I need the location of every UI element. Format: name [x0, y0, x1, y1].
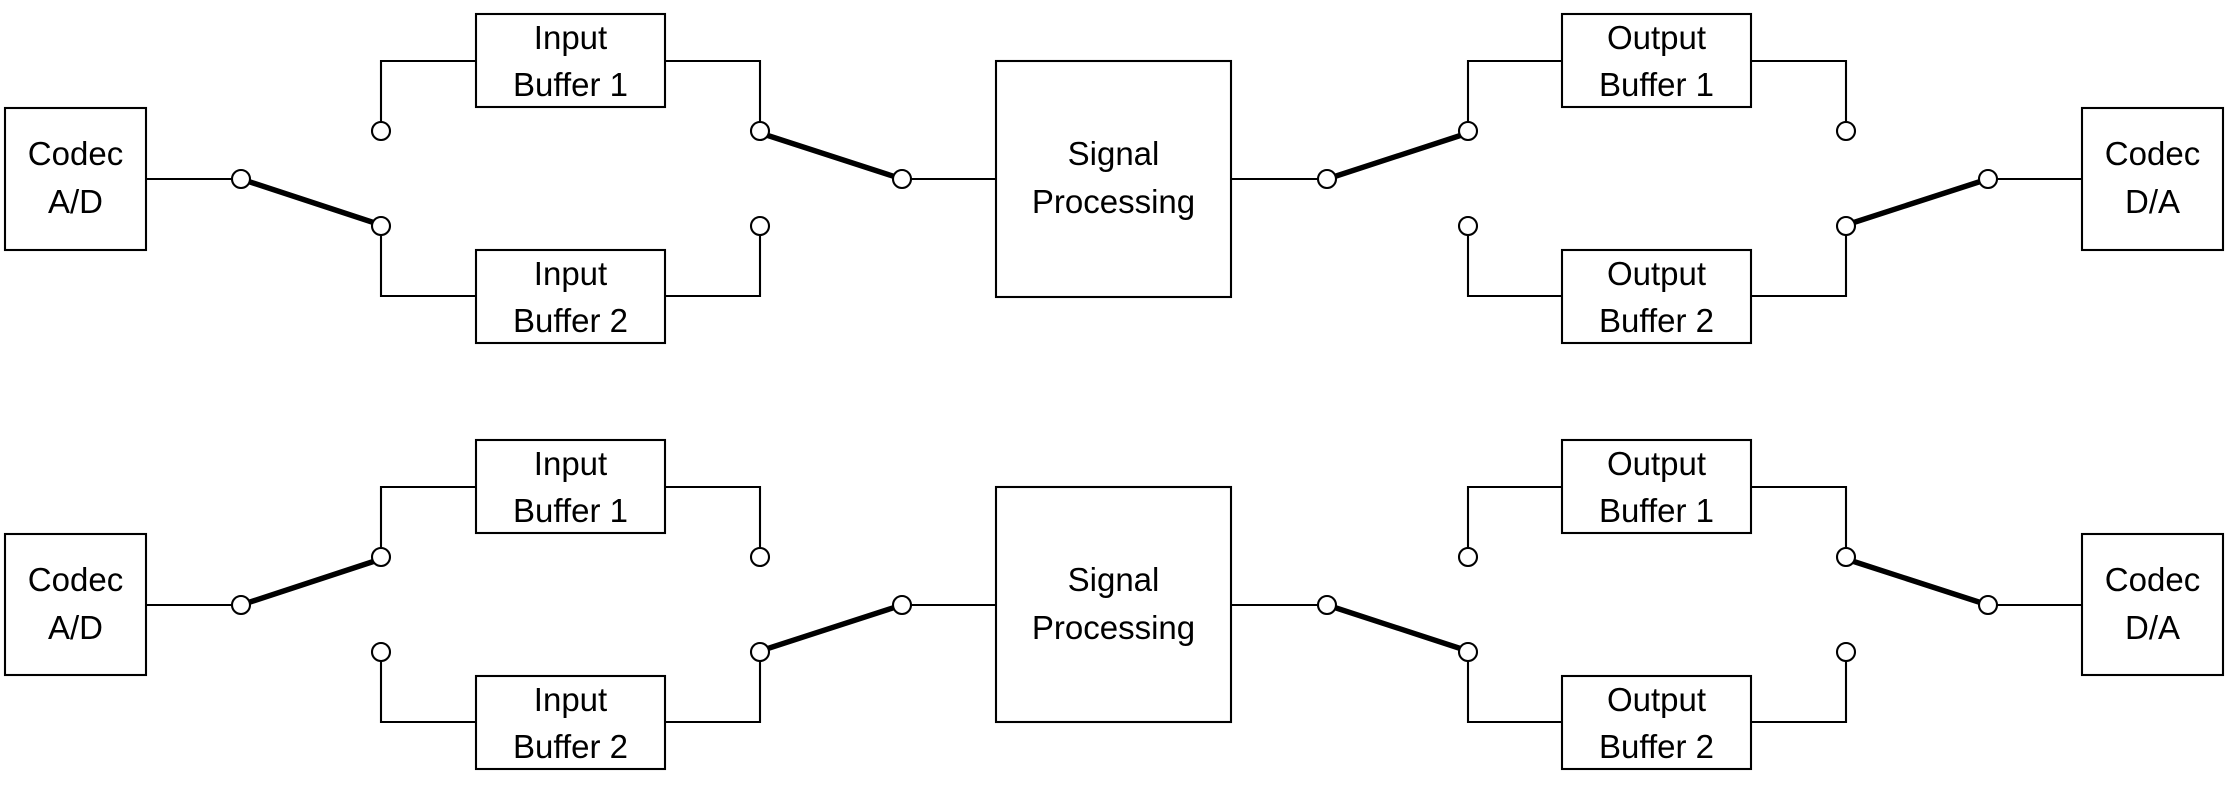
svg-text:Output: Output: [1607, 19, 1706, 56]
svg-text:Output: Output: [1607, 681, 1706, 718]
input-buffer-2: Input Buffer 2: [474, 248, 667, 345]
svg-text:Input: Input: [534, 681, 607, 718]
svg-text:Buffer 2: Buffer 2: [1599, 728, 1714, 765]
stage-bottom: Codec A/D Input Buffer 1 Input Buffer 2 …: [3, 438, 2225, 771]
svg-text:Signal: Signal: [1068, 135, 1160, 172]
svg-text:Buffer 1: Buffer 1: [513, 66, 628, 103]
svg-text:Codec: Codec: [28, 561, 123, 598]
svg-text:Codec: Codec: [2105, 135, 2200, 172]
codec-ad-switch-arm: [238, 176, 384, 228]
processing-output-switch-arm: [1324, 130, 1471, 182]
output-buffer-1: Output Buffer 1: [1560, 12, 1753, 109]
codec-da-switch-arm: [1843, 556, 1991, 608]
signal-processing-block: Signal Processing: [994, 485, 1233, 724]
svg-text:D/A: D/A: [2125, 183, 2180, 220]
input-buffer-2: Input Buffer 2: [474, 674, 667, 771]
codec-ad-block: Codec A/D: [3, 532, 148, 677]
svg-text:Buffer 2: Buffer 2: [513, 728, 628, 765]
input-buffer-1: Input Buffer 1: [474, 12, 667, 109]
svg-text:Codec: Codec: [2105, 561, 2200, 598]
codec-ad-switch-arm: [238, 556, 384, 608]
wires-top: [146, 59, 2082, 298]
input-buffer-1: Input Buffer 1: [474, 438, 667, 535]
svg-text:Input: Input: [534, 19, 607, 56]
svg-text:A/D: A/D: [48, 609, 103, 646]
stage-top: Codec A/D Input Buffer 1 Input Buffer 2 …: [3, 12, 2225, 345]
signal-processing-block: Signal Processing: [994, 59, 1233, 299]
wires-bottom: [146, 485, 2082, 724]
codec-da-block: Codec D/A: [2080, 532, 2225, 677]
svg-text:Buffer 1: Buffer 1: [1599, 492, 1714, 529]
processing-output-switch-arm: [1324, 602, 1471, 654]
svg-text:Buffer 1: Buffer 1: [513, 492, 628, 529]
svg-text:A/D: A/D: [48, 183, 103, 220]
codec-ad-block: Codec A/D: [3, 106, 148, 252]
svg-text:Output: Output: [1607, 445, 1706, 482]
svg-text:Signal: Signal: [1068, 561, 1160, 598]
svg-text:Codec: Codec: [28, 135, 123, 172]
svg-text:Buffer 2: Buffer 2: [1599, 302, 1714, 339]
output-buffer-2: Output Buffer 2: [1560, 248, 1753, 345]
svg-text:Input: Input: [534, 445, 607, 482]
codec-da-switch-arm: [1843, 176, 1991, 228]
svg-text:Processing: Processing: [1032, 183, 1195, 220]
codec-da-block: Codec D/A: [2080, 106, 2225, 252]
svg-text:Input: Input: [534, 255, 607, 292]
processing-input-switch-arm: [757, 602, 905, 654]
svg-text:Buffer 2: Buffer 2: [513, 302, 628, 339]
svg-text:D/A: D/A: [2125, 609, 2180, 646]
processing-input-switch-arm: [757, 130, 905, 182]
output-buffer-1: Output Buffer 1: [1560, 438, 1753, 535]
svg-text:Buffer 1: Buffer 1: [1599, 66, 1714, 103]
switch-terminals-top: [230, 120, 1999, 237]
output-buffer-2: Output Buffer 2: [1560, 674, 1753, 771]
svg-text:Processing: Processing: [1032, 609, 1195, 646]
svg-text:Output: Output: [1607, 255, 1706, 292]
switch-terminals-bottom: [230, 546, 1999, 663]
